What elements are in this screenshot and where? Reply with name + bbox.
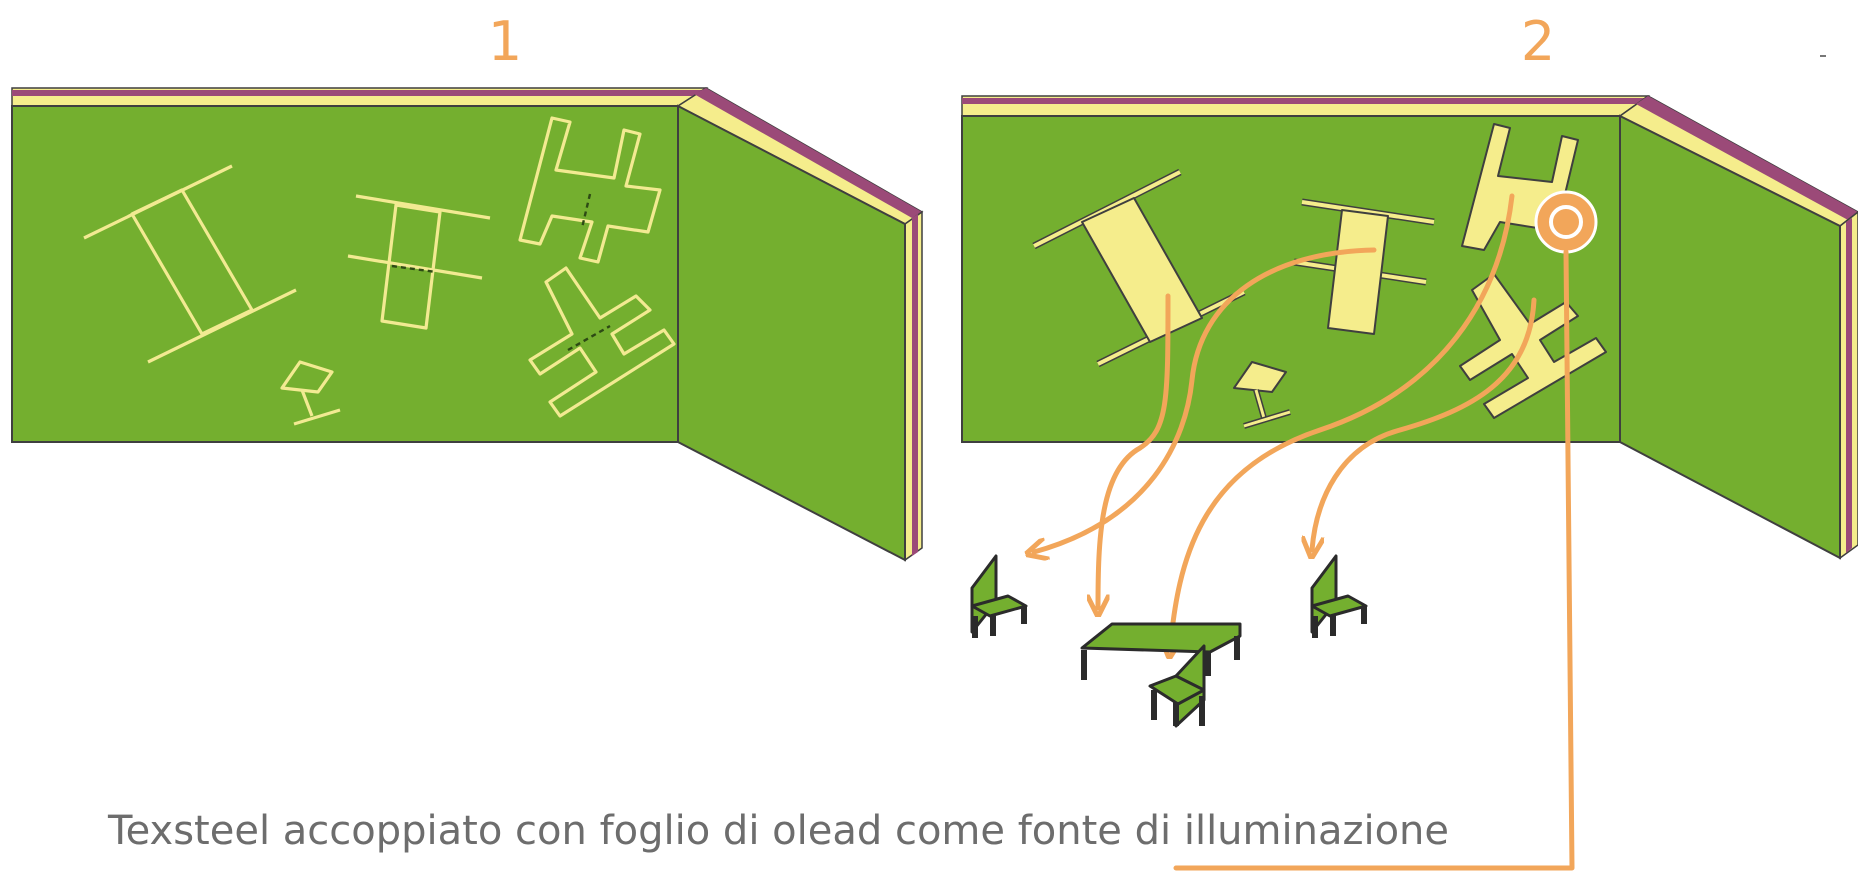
arrow-chairbottom-to-chair xyxy=(1312,297,1537,550)
step-label-2: 2 xyxy=(1521,10,1555,73)
lamp-cutout-icon xyxy=(1233,361,1291,429)
step-label-1: 1 xyxy=(488,10,522,73)
wall-panel-2 xyxy=(961,95,1858,560)
table-figure-icon xyxy=(1080,622,1242,680)
caption-text: Texsteel accoppiato con foglio di olead … xyxy=(108,808,1450,854)
chair-figure-icon xyxy=(970,554,1028,638)
table-cutout-icon xyxy=(1032,168,1246,368)
arrow-light-to-caption xyxy=(1173,249,1575,871)
table-cutout-icon xyxy=(1293,198,1435,335)
lamp-cutout-icon xyxy=(280,360,341,426)
arrow-table2-to-chair xyxy=(1034,247,1377,552)
arrow-chairtop-to-chair xyxy=(1170,193,1515,650)
chair-figure-icon xyxy=(1148,644,1206,728)
chair-cutout-icon xyxy=(518,116,662,264)
table-cutout-icon xyxy=(347,194,491,330)
chair-cutout-icon xyxy=(528,266,676,418)
wall-panel-1 xyxy=(11,87,924,562)
table-cutout-icon xyxy=(83,164,297,364)
assembly-arrows xyxy=(1034,193,1575,871)
arrow-table1-to-table xyxy=(1098,293,1171,608)
cutout-outlines-panel-1 xyxy=(83,116,676,426)
light-source-ring-icon xyxy=(1534,190,1598,254)
chair-cutout-icon xyxy=(1459,273,1607,419)
chair-figure-icon xyxy=(1310,554,1368,638)
